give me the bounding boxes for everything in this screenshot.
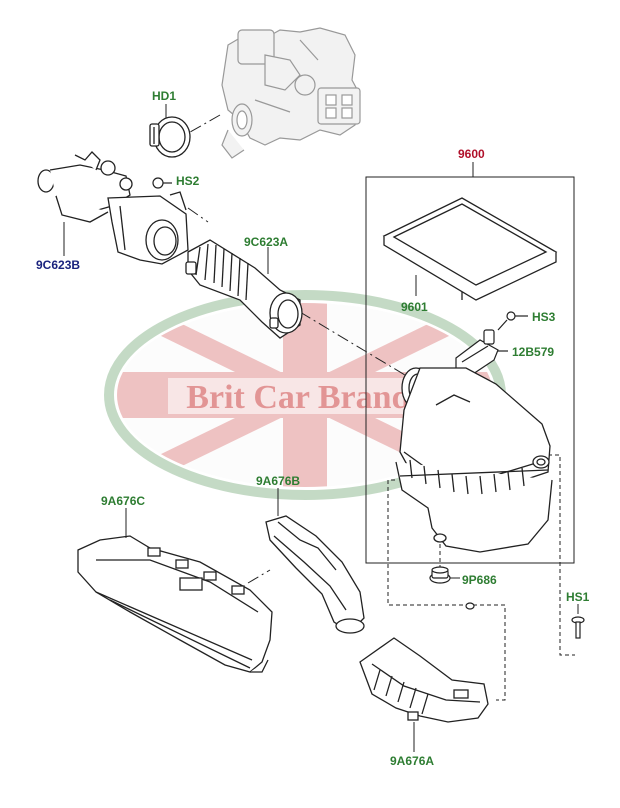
callout-hs2: HS2 bbox=[176, 174, 200, 188]
callout-9a676c: 9A676C bbox=[101, 494, 146, 508]
callout-hd1: HD1 bbox=[152, 89, 177, 103]
screw-hs3-part bbox=[497, 311, 528, 331]
grommet-9p686-part bbox=[429, 566, 451, 584]
callout-12b579: 12B579 bbox=[512, 345, 555, 359]
air-deflector-9a676c-part bbox=[77, 535, 273, 673]
bolt-hs1-part bbox=[571, 616, 585, 639]
callout-9c623a: 9C623A bbox=[244, 235, 289, 249]
assembly-centerline bbox=[184, 114, 411, 584]
callout-9601: 9601 bbox=[401, 300, 428, 314]
callout-9c623b: 9C623B bbox=[36, 258, 81, 272]
bellows-hose-9c623a-part bbox=[185, 239, 303, 339]
pin-fastener-part bbox=[465, 602, 475, 610]
callout-9a676b: 9A676B bbox=[256, 474, 301, 488]
air-duct-9a676b-part bbox=[265, 515, 365, 634]
bolt-hs2-part bbox=[152, 177, 172, 189]
air-filter-9601-part bbox=[382, 197, 558, 301]
callout-hs1: HS1 bbox=[566, 590, 590, 604]
callout-hs3: HS3 bbox=[532, 310, 556, 324]
callout-9600: 9600 bbox=[458, 147, 485, 161]
callout-9a676a: 9A676A bbox=[390, 754, 435, 768]
turbocharger-part bbox=[221, 27, 361, 159]
callout-9p686: 9P686 bbox=[462, 573, 497, 587]
air-duct-9a676a-part bbox=[359, 637, 489, 723]
assembly-9600-box bbox=[365, 162, 575, 564]
air-cleaner-housing-9600-part bbox=[395, 367, 553, 553]
intake-pipe-9c623b-part bbox=[37, 151, 189, 265]
watermark-text: Brit Car Brands bbox=[186, 379, 423, 416]
clamp-hd1-part bbox=[149, 116, 191, 158]
